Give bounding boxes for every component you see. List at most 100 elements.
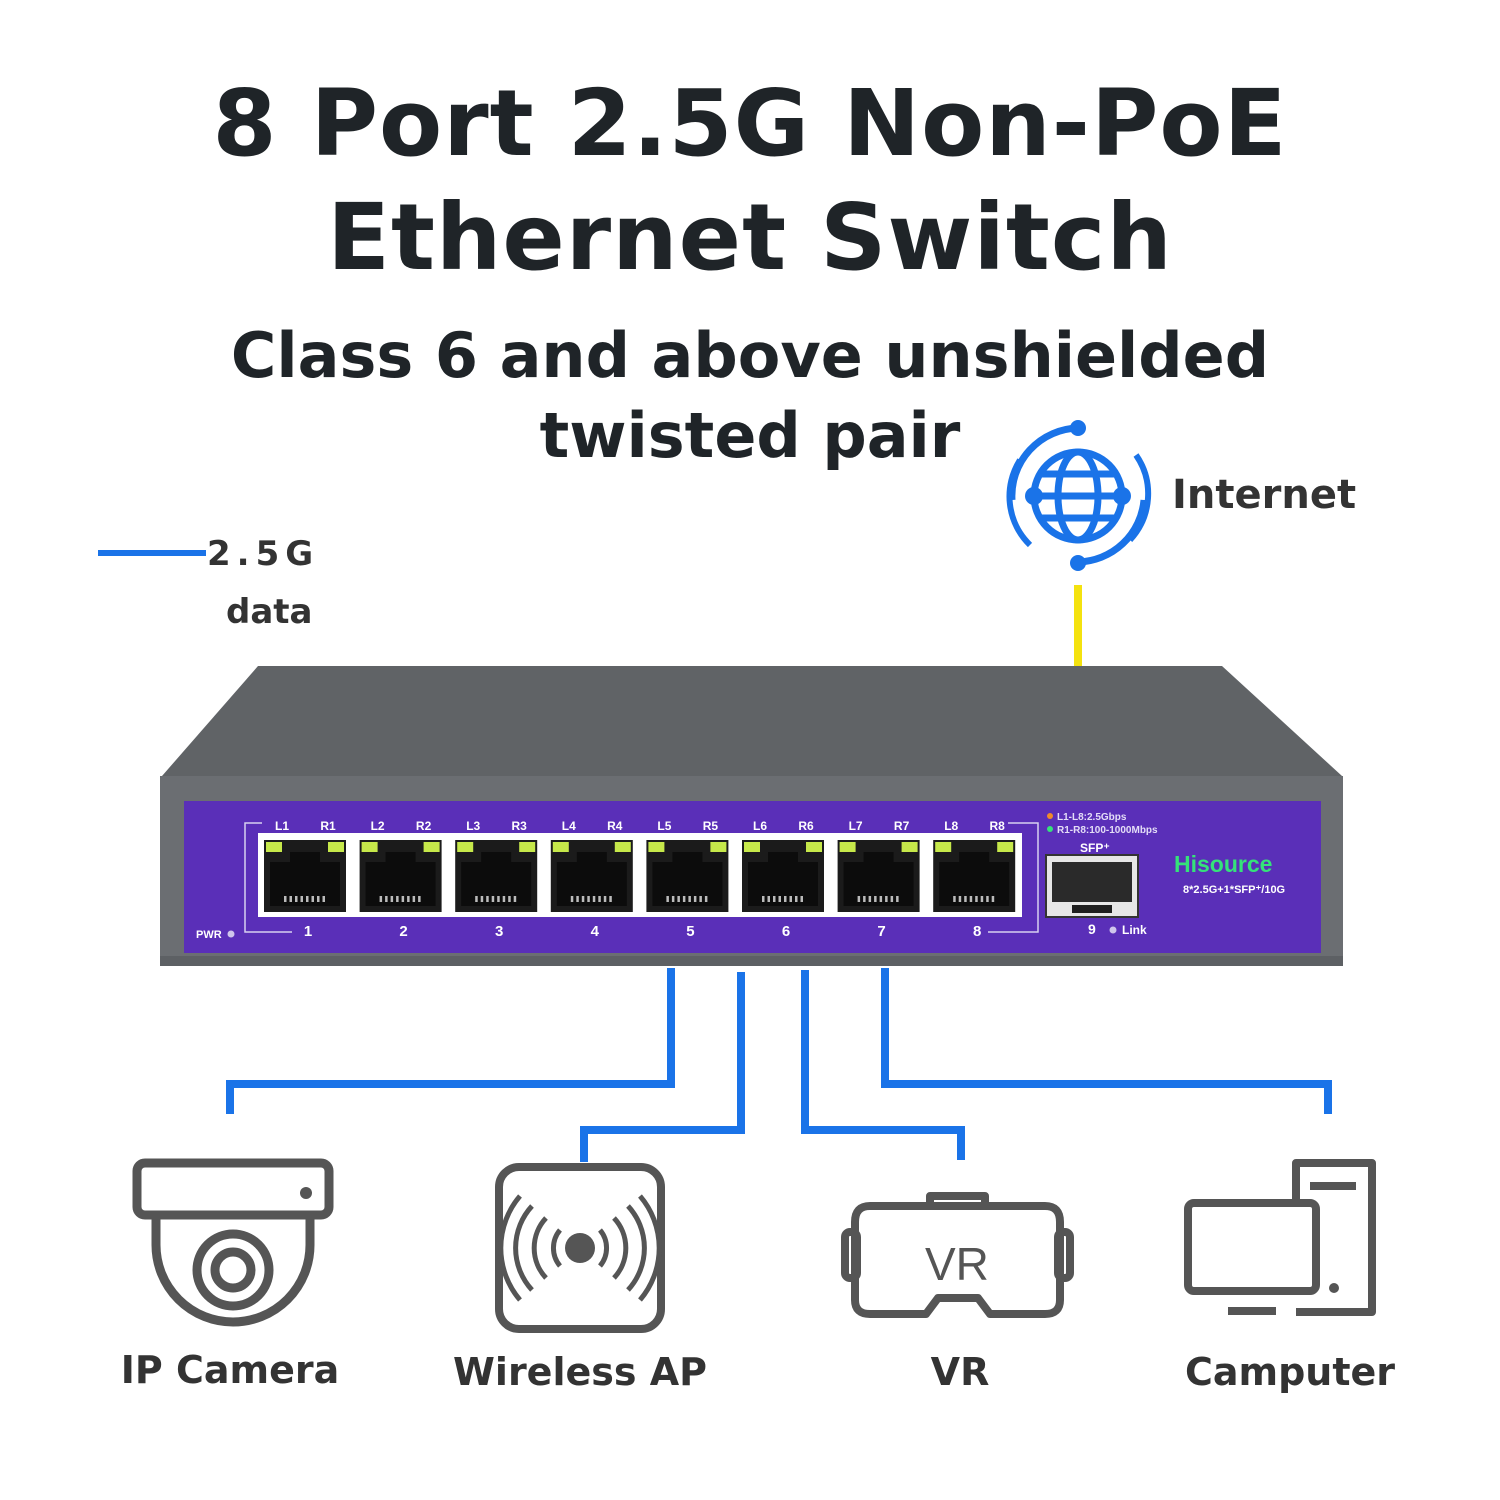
port-pin [475, 896, 478, 902]
rj45-port-opening [365, 862, 436, 906]
port-led-label-left: L4 [562, 819, 576, 833]
port-led-label-right: R5 [703, 819, 719, 833]
port-led-label-left: L1 [275, 819, 289, 833]
port-pin [800, 896, 803, 902]
globe-nodes [1025, 420, 1131, 571]
port-pin [480, 896, 484, 902]
port-pin [407, 896, 410, 902]
port-pin [975, 896, 978, 902]
device-label-wireless-ap: Wireless AP [453, 1350, 707, 1394]
port-pin [688, 896, 691, 902]
rj45-port-latch [385, 852, 416, 862]
port-pin [885, 896, 888, 902]
led-legend-2: R1-R8:100-1000Mbps [1057, 825, 1158, 836]
title-line-2: Ethernet Switch [327, 184, 1173, 291]
port-pin [513, 896, 517, 902]
port-pin [986, 896, 989, 902]
port-number: 3 [495, 923, 503, 940]
port-led-label-right: R2 [416, 819, 432, 833]
led-left [457, 842, 474, 852]
port-pin [418, 896, 421, 902]
port-number: 2 [399, 923, 407, 940]
led-left [648, 842, 665, 852]
port-pin [879, 896, 883, 902]
port-led-label-left: L2 [371, 819, 385, 833]
port-pin [289, 896, 292, 902]
port-led-label-left: L5 [657, 819, 671, 833]
pwr-label: PWR [196, 929, 222, 941]
rj45-port-opening [652, 862, 723, 906]
port-pin [491, 896, 495, 902]
port-number: 4 [591, 923, 600, 940]
model-text: 8*2.5G+1*SFP⁺/10G [1183, 884, 1285, 896]
device-label-computer: Camputer [1184, 1350, 1396, 1394]
rj45-port-opening [939, 862, 1010, 906]
rj45-port-latch [290, 852, 320, 862]
port-pin [682, 896, 686, 902]
port-pin [671, 896, 675, 902]
port-pin [677, 896, 680, 902]
port-pin [576, 896, 579, 902]
rj45-port-opening [843, 862, 914, 906]
rj45-port-latch [959, 852, 990, 862]
port-pin [953, 896, 956, 902]
led-left [266, 842, 282, 852]
vr-headset-icon [841, 1192, 1074, 1318]
port-pin [980, 896, 984, 902]
port-pin [789, 896, 792, 902]
port-pin [311, 896, 314, 902]
port-pin [795, 896, 798, 902]
led-right [710, 842, 727, 852]
port-pin [609, 896, 612, 902]
port-pin [868, 896, 872, 902]
port-pin [964, 896, 967, 902]
port-pin [773, 896, 776, 902]
port-pin [762, 896, 765, 902]
led-right [614, 842, 631, 852]
port-pin [401, 896, 405, 902]
port-led-label-right: R3 [512, 819, 528, 833]
port-pin [857, 896, 861, 902]
subtitle-line-1: Class 6 and above unshielded [230, 319, 1270, 392]
rj45-port-latch [576, 852, 607, 862]
port-number: 6 [782, 923, 790, 940]
port-pin [581, 896, 585, 902]
rj45-port-opening [270, 862, 340, 906]
port-pin [390, 896, 394, 902]
led-right [328, 842, 344, 852]
port-pin [693, 896, 697, 902]
port-led-label-right: R1 [320, 819, 336, 833]
port-pin [704, 896, 708, 902]
led-left [744, 842, 760, 852]
port-pin [379, 896, 383, 902]
rj45-port-2[interactable]: L2 R2 2 [359, 819, 442, 940]
port-pin [896, 896, 899, 902]
rj45-port-3[interactable]: L3 R3 3 [455, 819, 538, 940]
led-right [423, 842, 440, 852]
sfp-label: SFP⁺ [1080, 841, 1110, 855]
pwr-led [227, 930, 235, 938]
port-led-label-left: L3 [466, 819, 480, 833]
dome-camera-icon [132, 1158, 334, 1327]
port-pin [385, 896, 388, 902]
port-pin [587, 896, 590, 902]
port-pin [874, 896, 877, 902]
link-label: Link [1122, 923, 1147, 937]
legend-speed: 2.5G [207, 534, 320, 574]
port-pin [603, 896, 607, 902]
brand-logo: Hisource [1174, 851, 1272, 877]
port-pin [778, 896, 781, 902]
port-pin [991, 896, 995, 902]
port-led-label-right: R8 [990, 819, 1006, 833]
port-pin [300, 896, 303, 902]
port-led-label-left: L7 [849, 819, 863, 833]
port-pin [890, 896, 894, 902]
led-left [361, 842, 378, 852]
